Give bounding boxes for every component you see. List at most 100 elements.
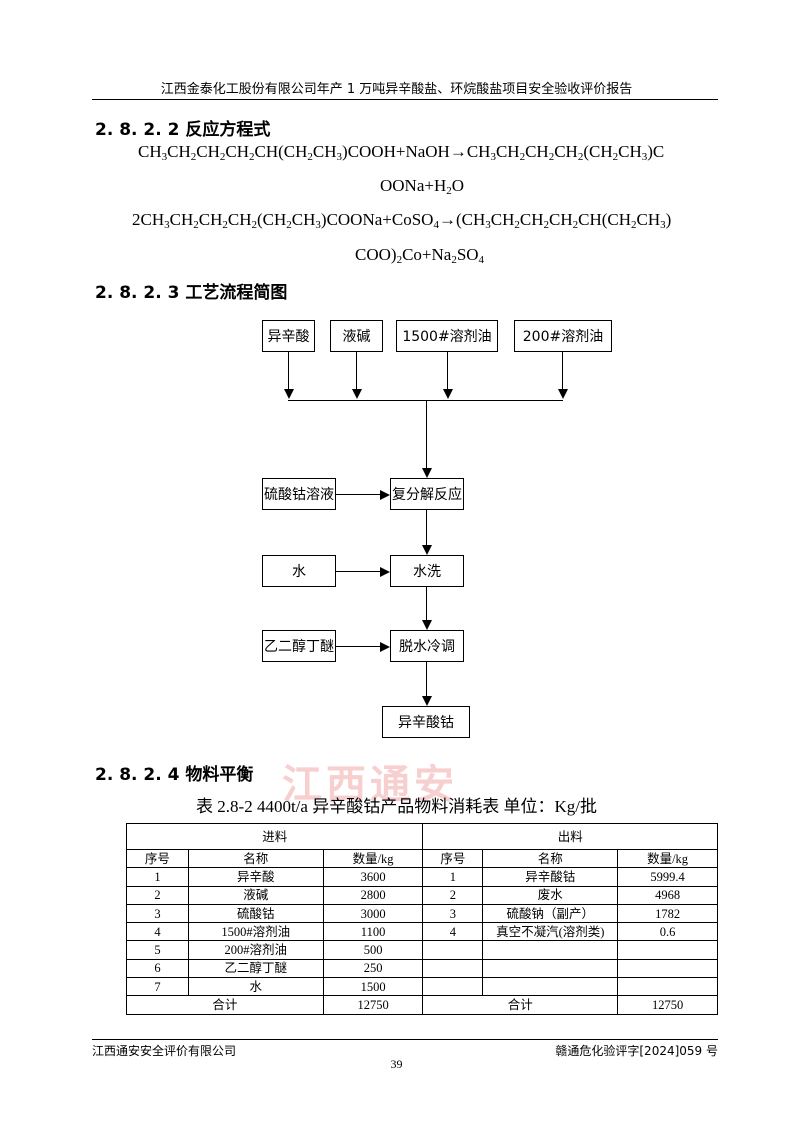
flow-side-cobalt-sulfate: 硫酸钴溶液 [262, 478, 336, 510]
flow-input-solvent-200: 200#溶剂油 [514, 320, 612, 352]
table-cell: 4 [422, 922, 484, 942]
table-cell: 异辛酸 [187, 867, 324, 887]
flow-arrowhead [351, 389, 362, 399]
table-header: 数量/kg [617, 848, 718, 869]
table-cell: 液碱 [187, 885, 324, 905]
table-header: 数量/kg [322, 848, 424, 869]
flow-arrowhead [380, 641, 390, 652]
table-cell: 0.6 [617, 922, 718, 942]
table-cell [482, 940, 619, 960]
table-cell: 2800 [322, 885, 424, 905]
table-cell: 硫酸钴 [187, 903, 324, 924]
table-cell [422, 958, 484, 979]
table-cell: 250 [322, 958, 424, 979]
flow-arrowhead [421, 545, 432, 555]
table-cell: 1500#溶剂油 [187, 922, 324, 942]
table-cell: 5999.4 [617, 867, 718, 887]
table-cell: 200#溶剂油 [187, 940, 324, 960]
flow-connector [447, 352, 449, 390]
flow-arrowhead [283, 389, 294, 399]
flow-connector [426, 662, 428, 696]
flow-arrowhead [380, 566, 390, 577]
flow-side-glycol-ether: 乙二醇丁醚 [262, 630, 336, 662]
flow-connector [336, 571, 380, 573]
table-total-out: 12750 [617, 995, 718, 1015]
flow-connector [288, 352, 290, 390]
table-cell: 乙二醇丁醚 [187, 958, 324, 979]
flow-connector [562, 352, 564, 390]
table-cell: 3 [126, 903, 189, 924]
table-cell: 1100 [322, 922, 424, 942]
table-caption: 表 2.8-2 4400t/a 异辛酸钴产品物料消耗表 单位：Kg/批 [196, 797, 597, 816]
table-cell: 2 [422, 885, 484, 905]
flow-collector-line [288, 400, 563, 402]
table-cell: 500 [322, 940, 424, 960]
table-cell [482, 958, 619, 979]
table-cell: 4968 [617, 885, 718, 905]
footer-company: 江西通安安全评价有限公司 [92, 1044, 237, 1058]
equation-1-line-2: OONa+H2O [380, 176, 465, 197]
table-cell: 异辛酸钴 [482, 867, 619, 887]
flow-arrowhead [380, 489, 390, 500]
table-total-label: 合计 [126, 995, 324, 1015]
table-cell: 水 [187, 977, 324, 997]
table-cell: 真空不凝汽(溶剂类) [482, 922, 619, 942]
table-cell [617, 940, 718, 960]
flow-arrowhead [557, 389, 568, 399]
watermark: 江西通安 [282, 762, 458, 808]
table-cell [422, 977, 484, 997]
flow-side-water: 水 [262, 555, 336, 587]
table-cell: 1782 [617, 903, 718, 924]
flow-input-solvent-1500: 1500#溶剂油 [396, 320, 498, 352]
flow-connector [336, 494, 380, 496]
table-total-label: 合计 [422, 995, 619, 1015]
table-cell: 3000 [322, 903, 424, 924]
flow-step-water-wash: 水洗 [390, 555, 464, 587]
flow-step-double-decomposition: 复分解反应 [390, 478, 464, 510]
table-cell: 废水 [482, 885, 619, 905]
table-cell: 1500 [322, 977, 424, 997]
table-group-output: 出料 [422, 823, 718, 850]
flow-product-cobalt-isooctanoate: 异辛酸钴 [382, 706, 470, 738]
footer-rule [92, 1039, 718, 1040]
table-cell: 2 [126, 885, 189, 905]
flow-connector [426, 400, 428, 468]
table-cell [617, 977, 718, 997]
flow-connector [336, 646, 380, 648]
table-header: 序号 [126, 848, 189, 869]
footer-report-number: 赣通危化验评字[2024]059 号 [555, 1044, 718, 1058]
table-total-in: 12750 [322, 995, 424, 1015]
section-heading-reaction: 2. 8. 2. 2 反应方程式 [95, 120, 271, 140]
table-cell: 1 [126, 867, 189, 887]
table-cell: 6 [126, 958, 189, 979]
equation-1-line-1: CH3CH2CH2CH2CH(CH2CH3)COOH+NaOH→CH3CH2CH… [138, 142, 665, 163]
table-header: 名称 [187, 848, 324, 869]
flow-arrowhead [421, 696, 432, 706]
table-group-input: 进料 [125, 823, 424, 850]
table-cell [617, 958, 718, 979]
table-header: 序号 [422, 848, 484, 869]
flow-arrowhead [442, 389, 453, 399]
flow-input-isooctanoic-acid: 异辛酸 [262, 320, 315, 352]
equation-2-line-1: 2CH3CH2CH2CH2(CH2CH3)COONa+CoSO4→(CH3CH2… [132, 210, 672, 231]
section-heading-flow: 2. 8. 2. 3 工艺流程简图 [95, 283, 288, 303]
table-cell: 1 [422, 867, 484, 887]
page-number: 39 [390, 1057, 403, 1071]
table-cell: 5 [126, 940, 189, 960]
equation-2-line-2: COO)2Co+Na2SO4 [355, 245, 485, 266]
table-header: 名称 [482, 848, 619, 869]
flow-connector [426, 587, 428, 620]
table-cell: 3 [422, 903, 484, 924]
flow-connector [426, 510, 428, 545]
table-cell [482, 977, 619, 997]
flow-input-liquid-alkali: 液碱 [330, 320, 383, 352]
table-cell [422, 940, 484, 960]
page-header: 江西金泰化工股份有限公司年产 1 万吨异辛酸盐、环烷酸盐项目安全验收评价报告 [160, 82, 633, 97]
